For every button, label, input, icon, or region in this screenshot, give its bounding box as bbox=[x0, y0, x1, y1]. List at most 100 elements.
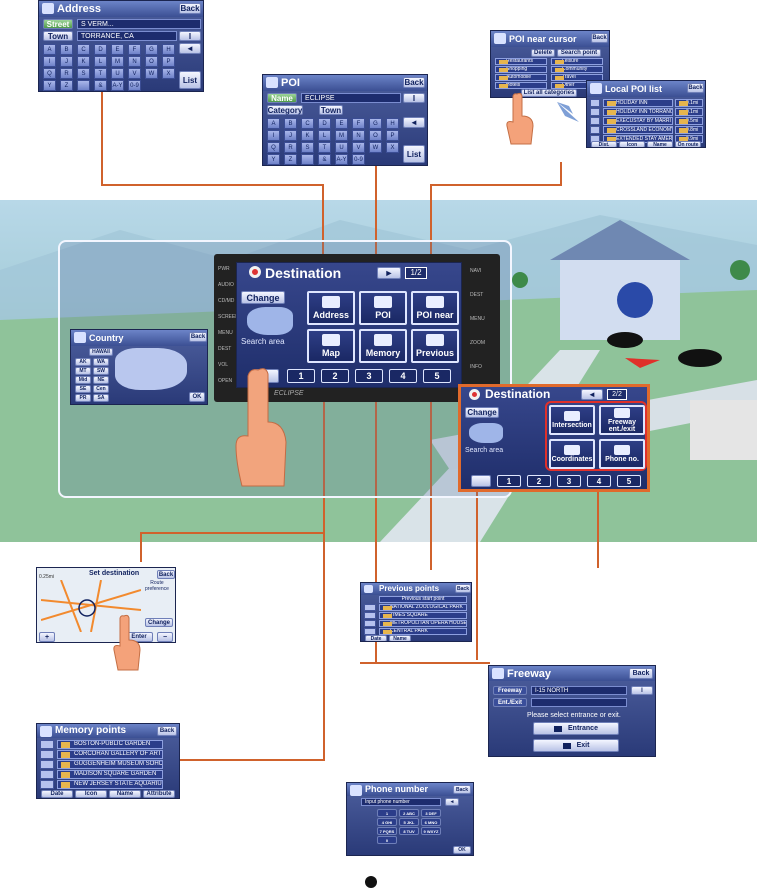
prev-page-button[interactable]: ◄ bbox=[581, 389, 603, 400]
destination-map-button[interactable]: Map bbox=[307, 329, 355, 363]
phone-backspace-button[interactable]: ◄ bbox=[445, 798, 459, 806]
local-poi-item[interactable]: EXECUSTAY BY MARRI bbox=[603, 117, 673, 125]
address-key[interactable]: W bbox=[145, 68, 158, 79]
scroll-button[interactable] bbox=[590, 108, 600, 116]
poi-key[interactable]: V bbox=[352, 142, 365, 153]
address-key[interactable]: O bbox=[145, 56, 158, 67]
side-button[interactable]: VOL bbox=[218, 362, 229, 368]
poi-key[interactable]: T bbox=[318, 142, 331, 153]
poi-category-button[interactable]: Restaurants bbox=[495, 58, 547, 65]
memory-3-button[interactable]: 3 bbox=[355, 369, 383, 383]
country-mt-button[interactable]: MT bbox=[75, 367, 91, 375]
memory-item[interactable]: GUGGENHEIM MUSEUM SOHO bbox=[57, 760, 163, 769]
next-page-button[interactable]: ► bbox=[377, 267, 401, 279]
phone-ok-button[interactable]: OK bbox=[453, 846, 471, 854]
address-key[interactable]: H bbox=[162, 44, 175, 55]
address-backspace-button[interactable]: ◄ bbox=[179, 43, 201, 54]
phone-key-5-button[interactable]: 5 JKL bbox=[399, 818, 419, 826]
list-all-categories-button[interactable]: List all categories bbox=[521, 89, 577, 97]
phone-key-6-button[interactable]: 6 MNO bbox=[421, 818, 441, 826]
destination2-coordinates-button[interactable]: Coordinates bbox=[549, 439, 595, 469]
memory-item[interactable]: CORCORAN GALLERY OF ART bbox=[57, 750, 163, 759]
address-key[interactable]: Y bbox=[43, 80, 56, 91]
memory2-5-button[interactable]: 5 bbox=[617, 475, 641, 487]
poi-key[interactable]: S bbox=[301, 142, 314, 153]
poi-town-button[interactable]: Town bbox=[319, 105, 343, 115]
scroll-button[interactable] bbox=[364, 628, 376, 635]
category-button[interactable]: Category bbox=[267, 105, 303, 115]
poi-key[interactable]: Z bbox=[284, 154, 297, 165]
memory-2-button[interactable]: 2 bbox=[321, 369, 349, 383]
address-key[interactable]: 0-9 bbox=[128, 80, 141, 91]
memory2-1-button[interactable]: 1 bbox=[497, 475, 521, 487]
address-key[interactable]: Z bbox=[60, 80, 73, 91]
poi-key[interactable]: 0-9 bbox=[352, 154, 365, 165]
previous-back-button[interactable]: Back bbox=[455, 584, 471, 593]
scroll-button[interactable] bbox=[590, 99, 600, 107]
country-wa-button[interactable]: WA bbox=[93, 358, 109, 366]
street-button[interactable]: Street bbox=[43, 19, 73, 29]
destination2-intersection-button[interactable]: Intersection bbox=[549, 405, 595, 435]
address-key[interactable]: T bbox=[94, 68, 107, 79]
memory-1-button[interactable]: 1 bbox=[287, 369, 315, 383]
destination2-phone-button[interactable]: Phone no. bbox=[599, 439, 645, 469]
poi-near-delete-button[interactable]: Delete bbox=[531, 49, 555, 57]
local-poi-item[interactable]: HOLIDAY INN TORRANCE bbox=[603, 108, 673, 116]
zoom-in-button[interactable]: + bbox=[39, 632, 55, 642]
scroll-button[interactable] bbox=[40, 750, 54, 759]
memory-item[interactable]: MADISON SQUARE GARDEN bbox=[57, 770, 163, 779]
scroll-button[interactable] bbox=[590, 117, 600, 125]
setdest-back-button[interactable]: Back bbox=[157, 570, 175, 579]
scroll-button[interactable] bbox=[590, 126, 600, 134]
side-button[interactable]: DEST bbox=[218, 346, 232, 352]
previous-item[interactable]: NATIONAL ZOOLOGICAL PARK bbox=[379, 604, 467, 611]
poi-list-button[interactable]: List bbox=[403, 145, 425, 163]
poi-key[interactable]: A-Y bbox=[335, 154, 348, 165]
poi-category-button[interactable]: Travel bbox=[551, 74, 603, 81]
side-button[interactable]: ZOOM bbox=[470, 340, 485, 346]
poi-key[interactable]: W bbox=[369, 142, 382, 153]
poi-key[interactable]: D bbox=[318, 118, 331, 129]
poi-key[interactable]: Q bbox=[267, 142, 280, 153]
memory-item[interactable]: BOSTON-PUBLIC GARDEN bbox=[57, 740, 163, 749]
poi-category-button[interactable]: Hotels bbox=[495, 82, 547, 89]
poi-cursor-button[interactable]: I bbox=[403, 93, 425, 103]
poi-key[interactable]: & bbox=[318, 154, 331, 165]
address-key[interactable]: V bbox=[128, 68, 141, 79]
poi-category-button[interactable]: Automobile bbox=[495, 74, 547, 81]
side-button[interactable]: CD/MD bbox=[218, 298, 235, 304]
country-pr-button[interactable]: PR bbox=[75, 394, 91, 402]
address-back-button[interactable]: Back bbox=[179, 3, 201, 14]
town-button[interactable]: Town bbox=[43, 31, 73, 41]
side-button[interactable]: MENU bbox=[470, 316, 485, 322]
poi-key[interactable]: H bbox=[386, 118, 399, 129]
phone-key-3-button[interactable]: 3 DEF bbox=[421, 809, 441, 817]
poi-key[interactable]: G bbox=[369, 118, 382, 129]
side-button[interactable]: NAVI bbox=[470, 268, 482, 274]
poi-key[interactable]: L bbox=[318, 130, 331, 141]
local-poi-item[interactable]: HOLIDAY INN bbox=[603, 99, 673, 107]
address-key[interactable]: B bbox=[60, 44, 73, 55]
destination-address-button[interactable]: Address bbox=[307, 291, 355, 325]
home-button[interactable] bbox=[471, 475, 491, 487]
address-key[interactable]: J bbox=[60, 56, 73, 67]
previous-sort-button[interactable]: Date bbox=[365, 635, 387, 641]
side-button[interactable]: SCREEN bbox=[218, 314, 239, 320]
address-key[interactable]: M bbox=[111, 56, 124, 67]
entrance-button[interactable]: Entrance bbox=[533, 722, 619, 735]
destination-previous-button[interactable]: Previous bbox=[411, 329, 459, 363]
address-key[interactable]: C bbox=[77, 44, 90, 55]
country-se-button[interactable]: SE bbox=[75, 385, 91, 393]
side-button[interactable]: DEST bbox=[470, 292, 484, 298]
previous-sort-button[interactable]: Name bbox=[389, 635, 411, 641]
address-key[interactable]: E bbox=[111, 44, 124, 55]
country-back-button[interactable]: Back bbox=[189, 332, 207, 342]
poi-key[interactable]: C bbox=[301, 118, 314, 129]
memory-back-button[interactable]: Back bbox=[157, 726, 177, 736]
setdest-change-button[interactable]: Change bbox=[145, 618, 173, 627]
phone-key-2-button[interactable]: 2 ABC bbox=[399, 809, 419, 817]
poi-name-input[interactable]: ECLIPSE bbox=[301, 93, 401, 103]
address-key[interactable]: R bbox=[60, 68, 73, 79]
country-cen-button[interactable]: Cen bbox=[93, 385, 109, 393]
freeway-input[interactable]: I-15 NORTH bbox=[531, 686, 627, 695]
